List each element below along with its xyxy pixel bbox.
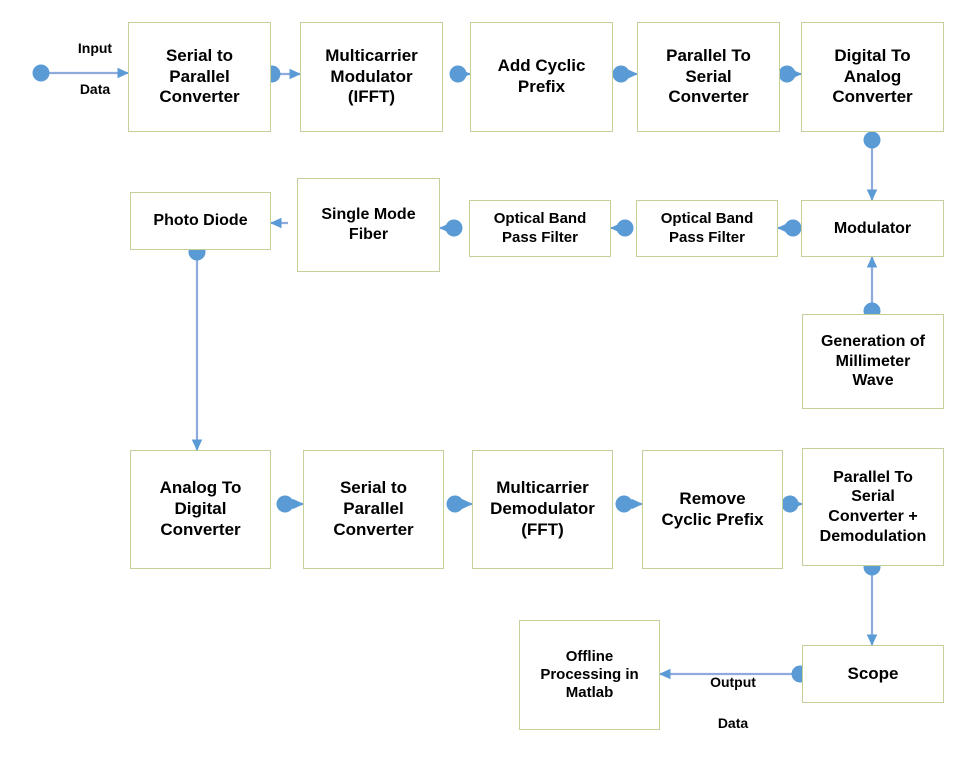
block-optical-band-pass-filter-1[interactable]: Optical Band Pass Filter	[469, 200, 611, 257]
block-multicarrier-modulator-ifft[interactable]: Multicarrier Modulator (IFFT)	[300, 22, 443, 132]
block-photo-diode[interactable]: Photo Diode	[130, 192, 271, 250]
block-parallel-to-serial-demodulation[interactable]: Parallel To Serial Converter + Demodulat…	[802, 448, 944, 566]
input-source-dot[interactable]	[32, 64, 50, 82]
dot-after-adc[interactable]	[276, 495, 294, 513]
block-serial-to-parallel-converter-rx[interactable]: Serial to Parallel Converter	[303, 450, 444, 569]
dot-below-dac[interactable]	[863, 131, 881, 149]
block-remove-cyclic-prefix[interactable]: Remove Cyclic Prefix	[642, 450, 783, 569]
dot-after-multicarrier-fft[interactable]	[615, 495, 633, 513]
block-serial-to-parallel-converter-tx[interactable]: Serial to Parallel Converter	[128, 22, 271, 132]
dot-after-multicarrier-ifft[interactable]	[449, 65, 467, 83]
output-data-label: Output Data	[710, 674, 756, 731]
dot-left-of-obpf-1[interactable]	[445, 219, 463, 237]
dot-left-of-obpf-2[interactable]	[616, 219, 634, 237]
block-multicarrier-demodulator-fft[interactable]: Multicarrier Demodulator (FFT)	[472, 450, 613, 569]
block-parallel-to-serial-converter-tx[interactable]: Parallel To Serial Converter	[637, 22, 780, 132]
block-scope[interactable]: Scope	[802, 645, 944, 703]
block-offline-processing-in-matlab[interactable]: Offline Processing in Matlab	[519, 620, 660, 730]
dot-after-parallel-serial-tx[interactable]	[778, 65, 796, 83]
dot-left-of-modulator[interactable]	[784, 219, 802, 237]
block-optical-band-pass-filter-2[interactable]: Optical Band Pass Filter	[636, 200, 778, 257]
block-generation-of-millimeter-wave[interactable]: Generation of Millimeter Wave	[802, 314, 944, 409]
dot-after-serial-parallel-rx[interactable]	[446, 495, 464, 513]
block-analog-to-digital-converter[interactable]: Analog To Digital Converter	[130, 450, 271, 569]
block-single-mode-fiber[interactable]: Single Mode Fiber	[297, 178, 440, 272]
dot-after-remove-prefix[interactable]	[781, 495, 799, 513]
input-data-label: Input Data	[77, 40, 113, 97]
block-digital-to-analog-converter[interactable]: Digital To Analog Converter	[801, 22, 944, 132]
dot-after-add-cyclic-prefix[interactable]	[612, 65, 630, 83]
block-modulator[interactable]: Modulator	[801, 200, 944, 257]
block-add-cyclic-prefix[interactable]: Add Cyclic Prefix	[470, 22, 613, 132]
